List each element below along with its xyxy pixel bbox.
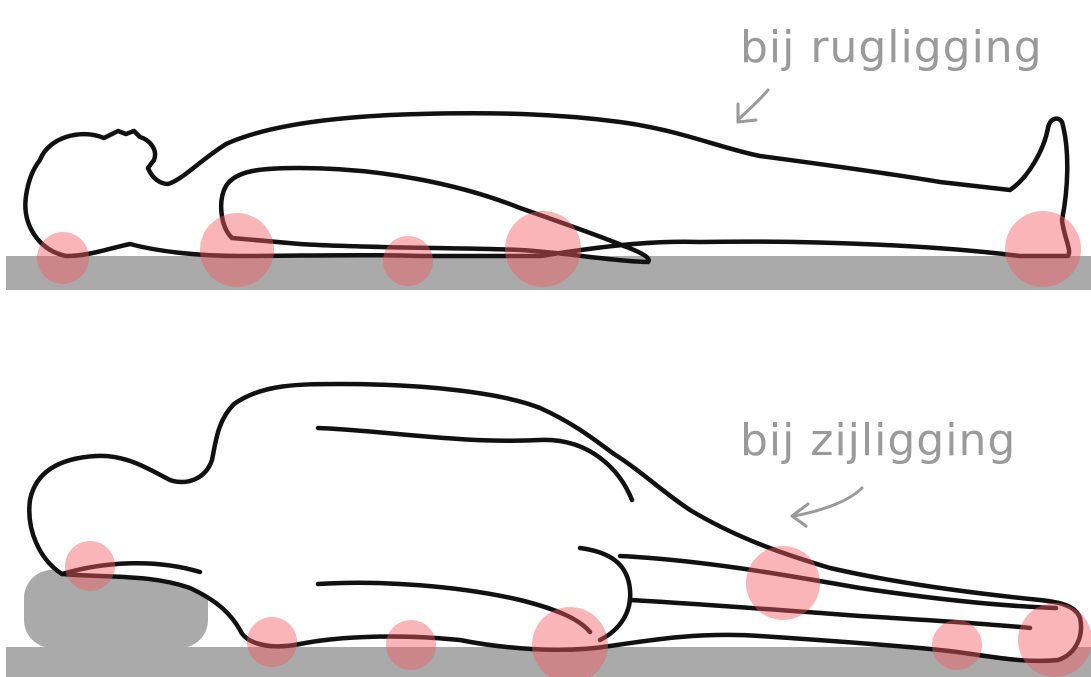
arrow-icon — [792, 488, 862, 526]
caption-side-lying: bij zijligging — [740, 415, 1016, 466]
pressure-point-shoulder-side — [247, 617, 297, 667]
pressure-point-sacrum — [505, 211, 581, 287]
pressure-point-knee — [746, 546, 820, 620]
pressure-point-shoulder — [200, 213, 274, 287]
caption-supine: bij rugligging — [740, 22, 1043, 73]
pressure-point-ear — [65, 541, 115, 591]
side-lying-panel: bij zijligging — [6, 384, 1091, 677]
pressure-point-ankle-outer — [1018, 603, 1091, 677]
pressure-point-elbow — [383, 236, 433, 286]
arrow-icon — [738, 90, 768, 122]
pressure-point-ankle-inner — [932, 620, 982, 670]
pressure-point-elbow-side — [386, 620, 436, 670]
pressure-point-heel — [1005, 211, 1081, 287]
supine-panel: bij rugligging — [6, 22, 1091, 290]
pressure-point-head — [37, 232, 89, 284]
